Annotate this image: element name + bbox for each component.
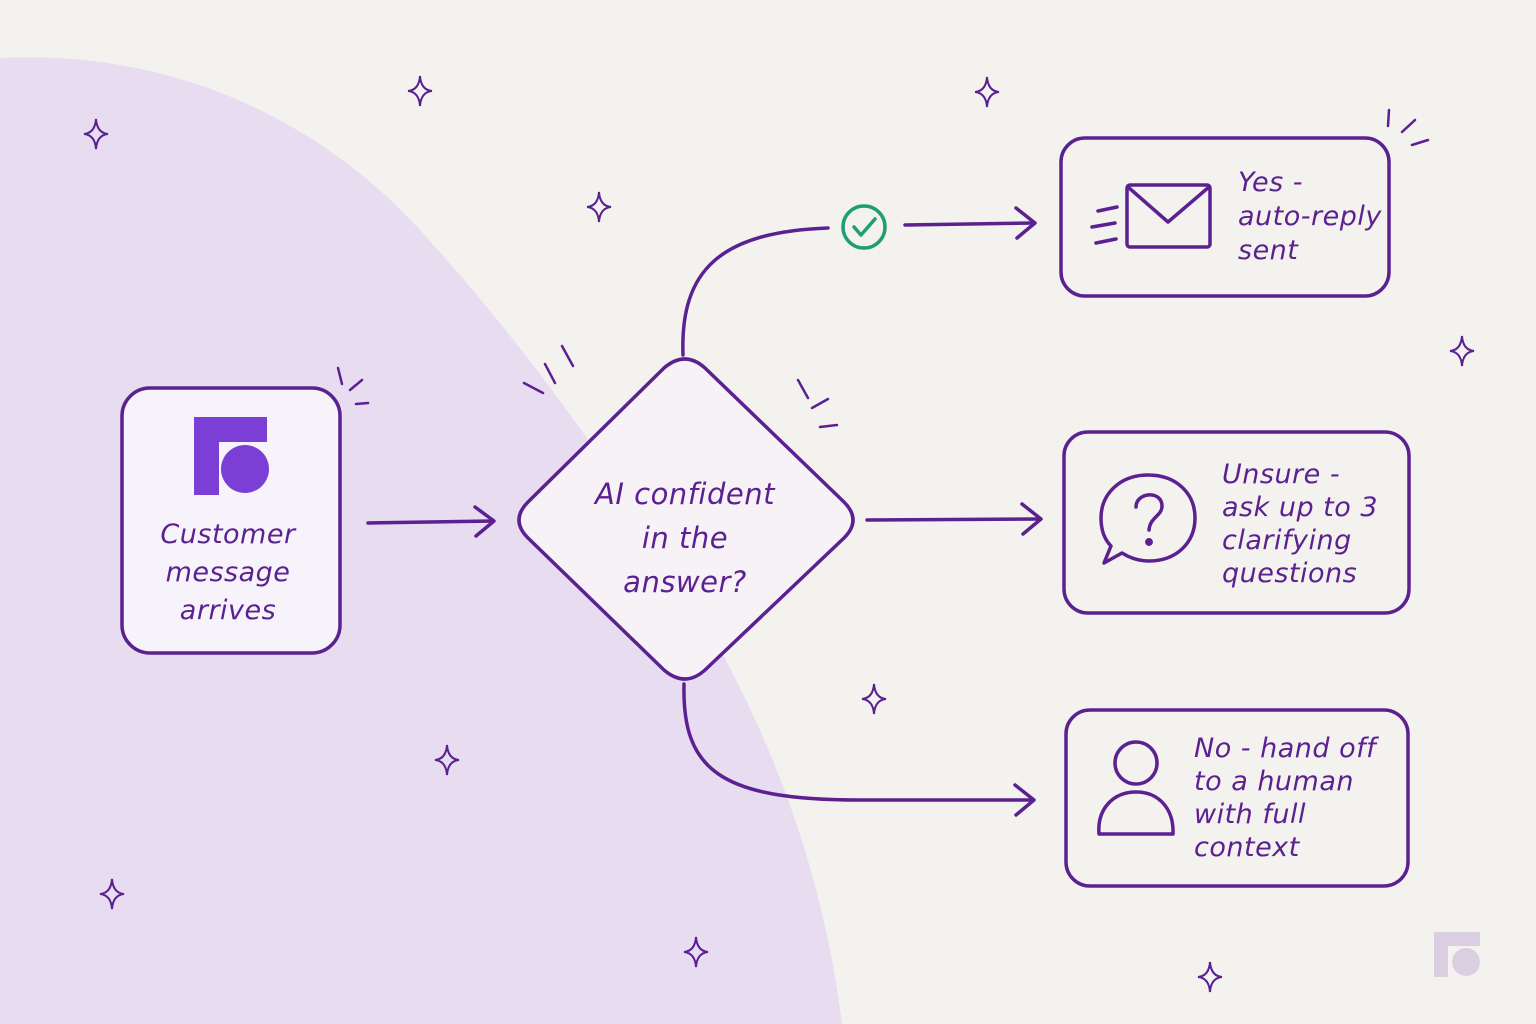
envelope-icon bbox=[1090, 183, 1212, 249]
arrowhead bbox=[1020, 502, 1043, 536]
edge-decision-to-no bbox=[682, 682, 1035, 802]
decision-diamond bbox=[517, 357, 855, 681]
arrowhead bbox=[1013, 783, 1036, 817]
sparkles bbox=[83, 75, 1475, 993]
sparkle-icon bbox=[1449, 335, 1475, 367]
no-box bbox=[1064, 708, 1410, 888]
edges bbox=[366, 206, 1043, 817]
sparkle-icon bbox=[683, 936, 709, 968]
check-icon bbox=[841, 204, 887, 250]
yes-outcome-label: Yes - auto-reply sent bbox=[1238, 167, 1382, 266]
arrowhead bbox=[473, 505, 496, 538]
emphasis-marks bbox=[336, 108, 1430, 429]
start-node bbox=[120, 386, 342, 655]
sparkle-icon bbox=[586, 191, 612, 223]
background-blob bbox=[0, 57, 842, 1024]
edge-decision-to-yes bbox=[681, 226, 830, 357]
start-box bbox=[120, 386, 342, 655]
unsure-box bbox=[1062, 430, 1411, 615]
decision-label: AI confident in the answer? bbox=[595, 477, 775, 599]
sparkle-icon bbox=[99, 878, 125, 910]
brand-logo-icon bbox=[194, 417, 269, 495]
question-bubble-icon bbox=[1099, 473, 1197, 565]
sparkle-icon bbox=[974, 76, 1000, 108]
brand-logo-watermark-icon bbox=[1434, 932, 1480, 977]
unsure-outcome-label: Unsure - ask up to 3 clarifying question… bbox=[1222, 459, 1379, 589]
sparkle-icon bbox=[434, 744, 460, 776]
start-node-label: Customer message arrives bbox=[160, 519, 296, 626]
arrowhead bbox=[1014, 206, 1037, 240]
sparkle-icon bbox=[407, 75, 433, 107]
edge-decision-to-unsure bbox=[865, 517, 1042, 522]
yes-box bbox=[1059, 136, 1391, 298]
sparkle-icon bbox=[1197, 961, 1223, 993]
no-outcome-label: No - hand off to a human with full conte… bbox=[1194, 733, 1377, 863]
person-icon bbox=[1097, 740, 1175, 836]
edge-start-to-decision bbox=[366, 519, 495, 525]
sparkle-icon bbox=[861, 683, 887, 715]
sparkle-icon bbox=[83, 118, 109, 150]
edge-decision-to-yes-tail bbox=[903, 221, 1036, 227]
